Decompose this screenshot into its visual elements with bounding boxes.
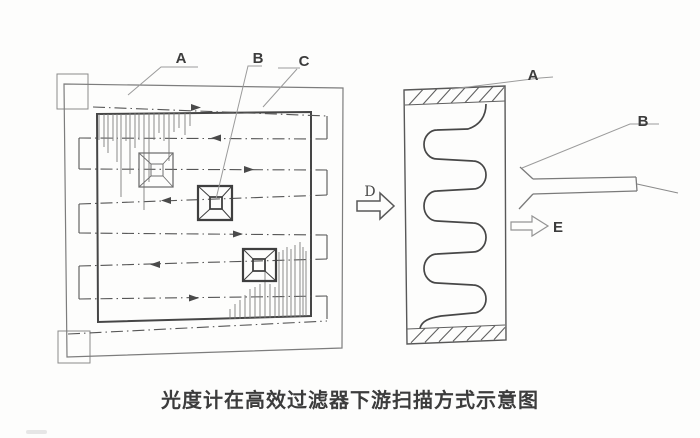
nozzle-symbol-3 (243, 249, 276, 281)
scan-path-rows (68, 107, 327, 334)
scan-direction-arrows (150, 104, 254, 302)
inflow-block-arrow (357, 193, 394, 219)
figure-caption: 光度计在高效过滤器下游扫描方式示意图 (161, 390, 539, 412)
leader-front-b (216, 66, 262, 199)
corner-tab-top-left (57, 74, 88, 109)
front-nozzle-label: B (253, 50, 264, 67)
leader-front-a (128, 67, 198, 95)
photometer-probe: B (519, 113, 678, 209)
probe-label: B (638, 113, 649, 130)
probe-body (519, 167, 637, 209)
nozzle-symbol-2 (198, 186, 232, 220)
outer-frame (64, 84, 343, 357)
outflow-group: E (511, 216, 563, 236)
hatch-top-left (99, 113, 190, 210)
probe-cable (637, 184, 678, 193)
leader-front-c (263, 68, 300, 107)
outflow-label: E (553, 219, 563, 236)
side-filter-label: A (528, 67, 539, 84)
filter-outline (404, 86, 506, 344)
front-leader-lines (128, 66, 300, 199)
inflow-group: D (357, 184, 394, 219)
leader-side-a (452, 77, 553, 89)
filter-media-serpentine (420, 104, 486, 328)
outflow-block-arrow (511, 216, 548, 236)
filter-top-band (405, 87, 505, 105)
front-view: A B C (57, 50, 343, 363)
inflow-label: D (364, 184, 375, 200)
front-frame-label: A (176, 50, 187, 67)
hatch-bottom-right (230, 242, 306, 319)
filter-bottom-band (407, 325, 505, 343)
scan-path-turns (79, 116, 327, 319)
corner-tab-bottom-left (58, 331, 90, 363)
nozzle-symbol-1 (139, 153, 173, 187)
inner-frame (97, 112, 311, 322)
side-view: A (404, 67, 553, 344)
scan-smudge-artifact (26, 430, 47, 434)
front-scan-path-label: C (299, 53, 310, 70)
leader-probe-b (522, 124, 659, 168)
